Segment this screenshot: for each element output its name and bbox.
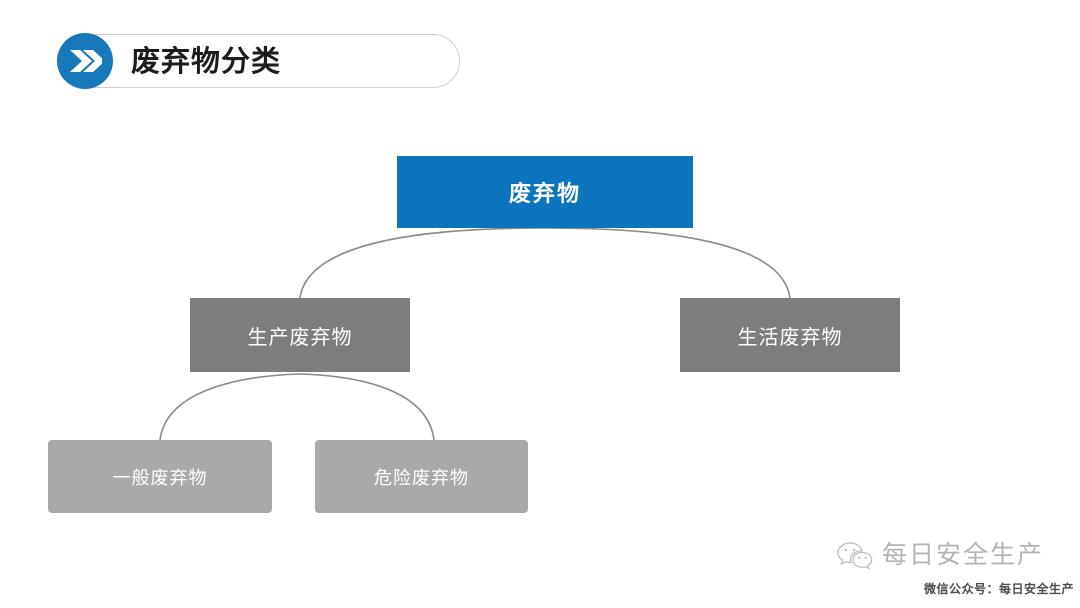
node-domestic-waste[interactable]: 生活废弃物 <box>680 298 900 372</box>
node-root-label: 废弃物 <box>508 181 581 206</box>
wechat-icon <box>836 539 874 571</box>
node-production-waste[interactable]: 生产废弃物 <box>190 298 410 372</box>
watermark: 每日安全生产 微信公众号：每日安全生产 <box>836 536 1074 602</box>
node-general-waste-label: 一般废弃物 <box>112 467 208 488</box>
watermark-caption: 微信公众号：每日安全生产 <box>923 582 1074 596</box>
double-chevron-right-icon <box>57 33 113 89</box>
watermark-brand: 每日安全生产 <box>882 540 1045 569</box>
node-hazardous-waste[interactable]: 危险废弃物 <box>315 440 528 513</box>
node-root-waste[interactable]: 废弃物 <box>397 156 693 228</box>
node-domestic-waste-label: 生活废弃物 <box>737 326 843 349</box>
node-production-waste-label: 生产废弃物 <box>247 326 353 349</box>
node-hazardous-waste-label: 危险废弃物 <box>374 467 469 488</box>
slide-title-pill <box>62 34 460 88</box>
node-general-waste[interactable]: 一般废弃物 <box>48 440 272 513</box>
page-title: 废弃物分类 <box>131 44 282 78</box>
